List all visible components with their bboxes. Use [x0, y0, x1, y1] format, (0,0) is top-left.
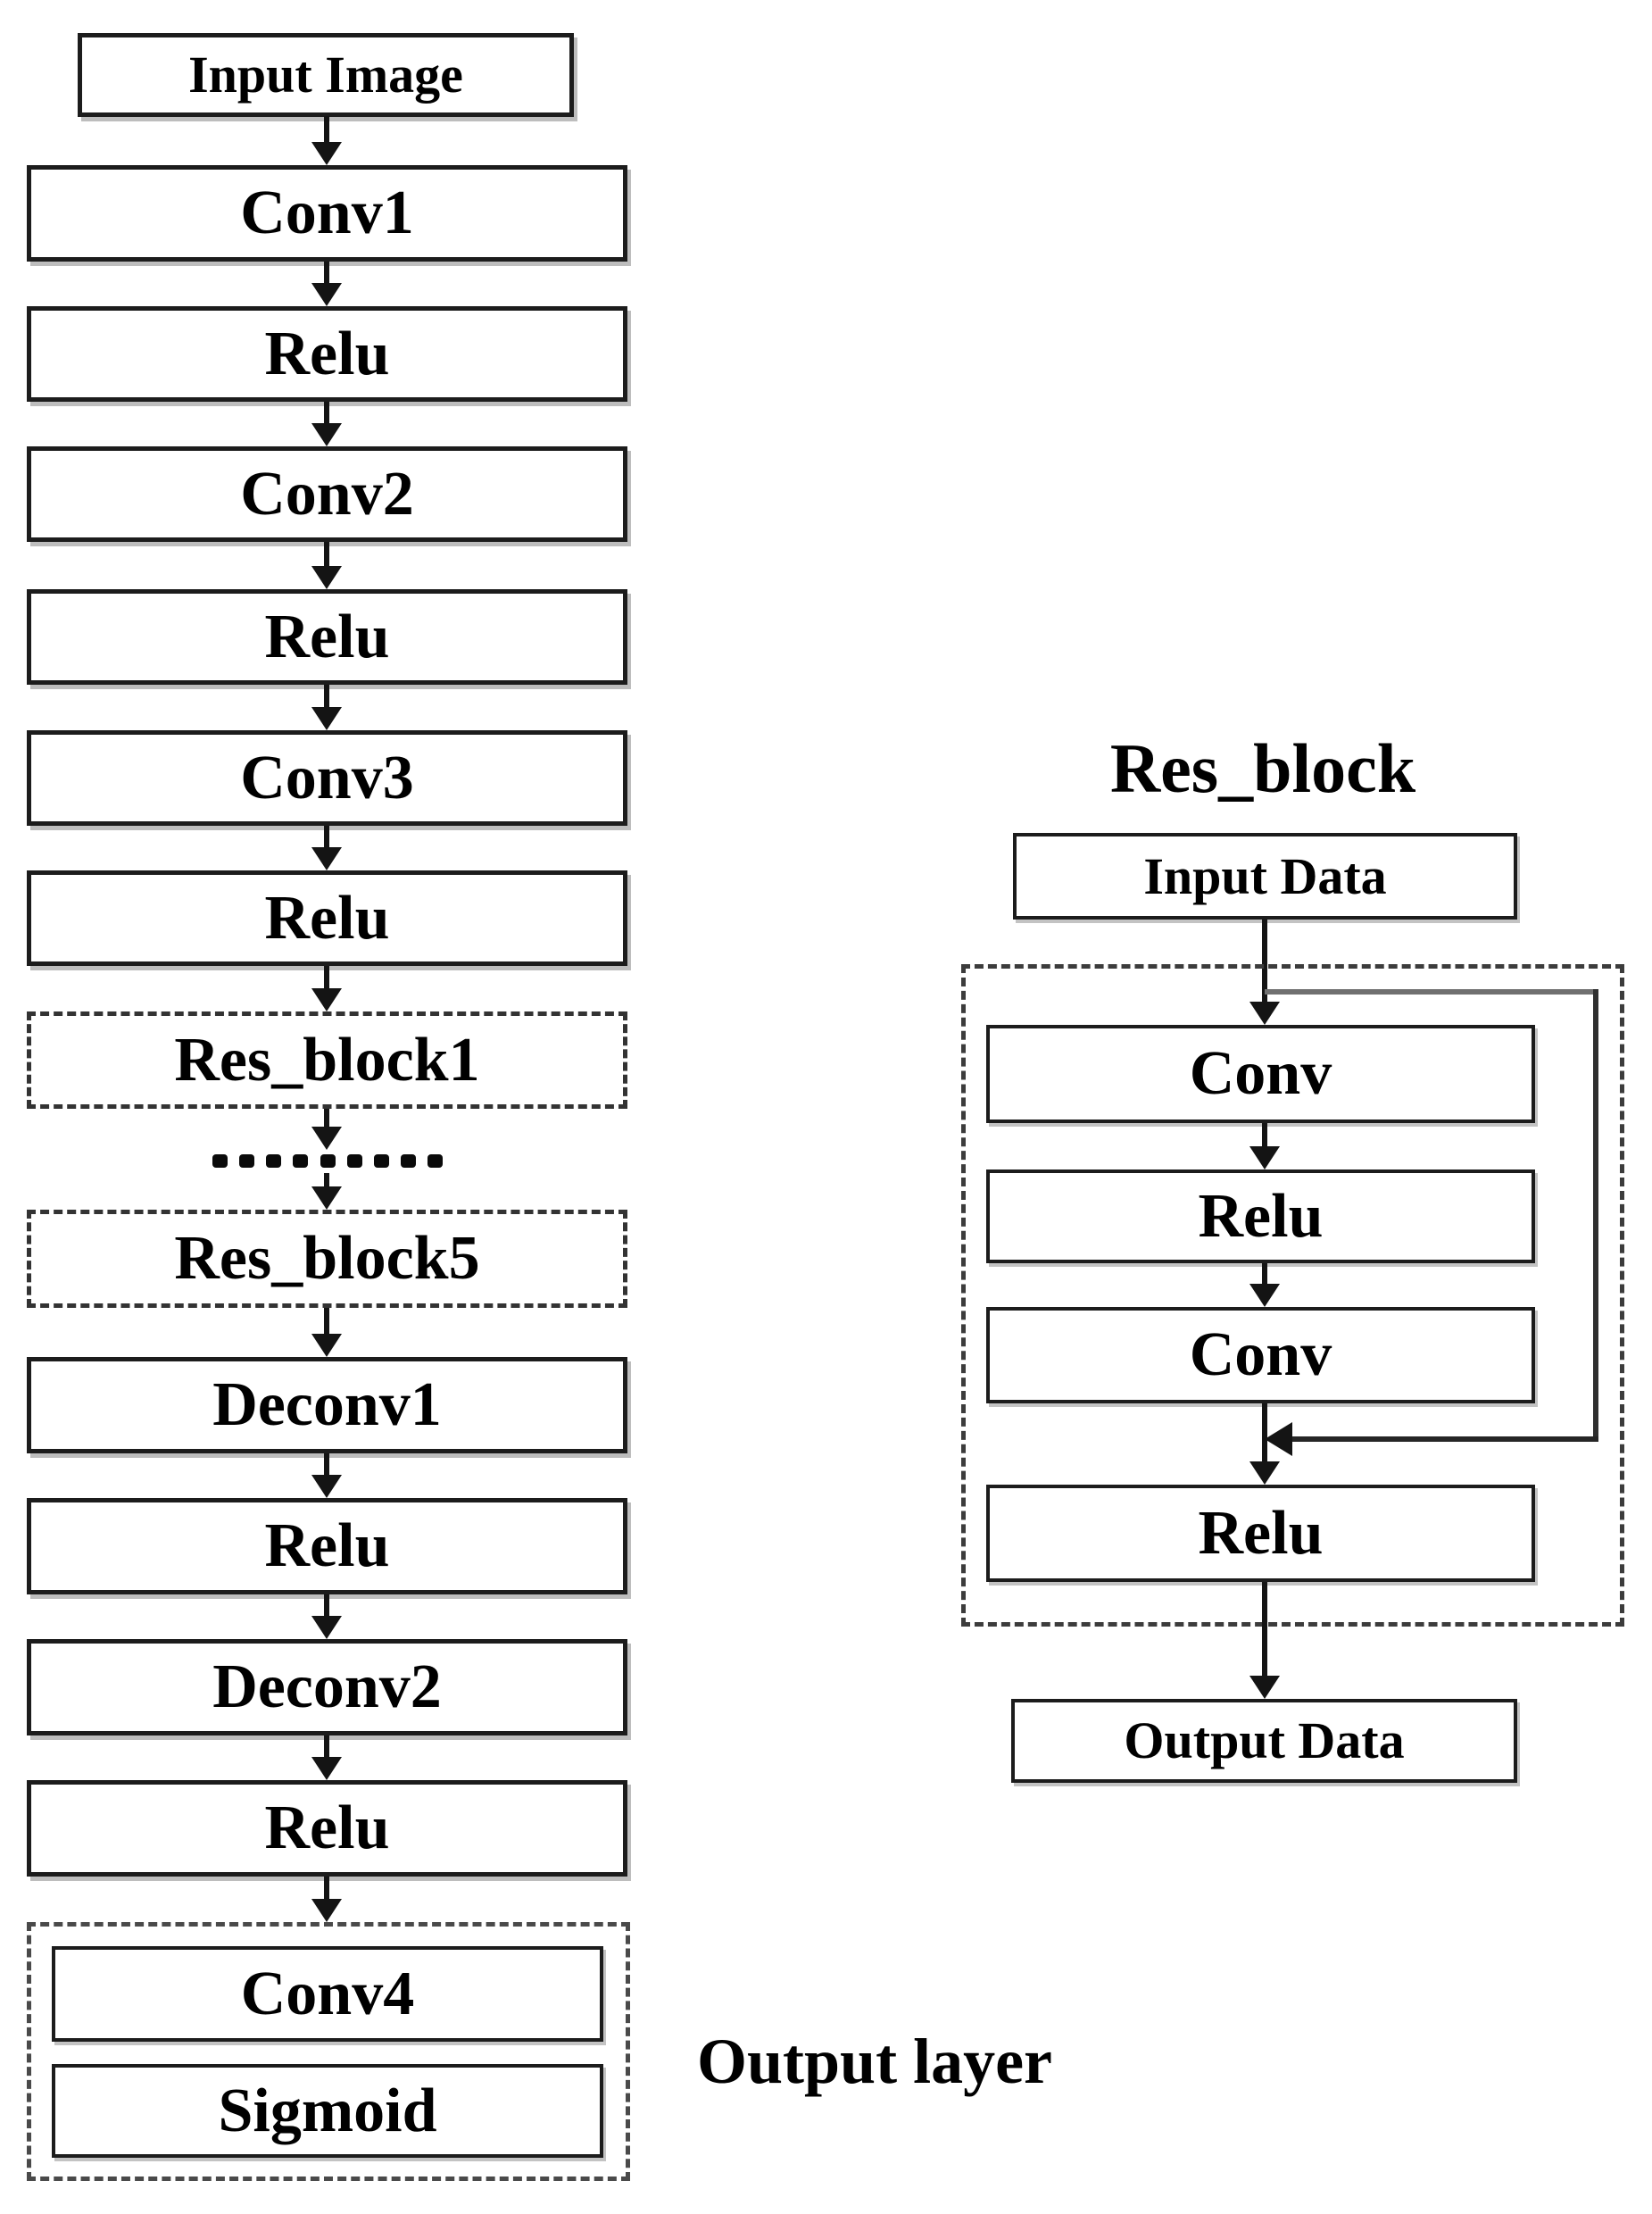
node-relu-5: Relu: [27, 1780, 627, 1877]
node-label: Input Image: [188, 46, 463, 104]
flow-arrow: [307, 542, 346, 589]
skip-connection-top: [1265, 989, 1598, 995]
node-label: Sigmoid: [218, 2076, 437, 2145]
flow-arrow: [307, 1109, 346, 1150]
node-label: Deconv1: [212, 1370, 442, 1439]
node-res-conv-2: Conv: [986, 1307, 1535, 1403]
flow-arrow: [1245, 1123, 1284, 1169]
flow-arrow: [307, 826, 346, 870]
node-label: Conv1: [240, 179, 414, 247]
node-label: Conv2: [240, 459, 414, 529]
node-relu-4: Relu: [27, 1498, 627, 1594]
res-block-body-group: [961, 964, 1624, 1627]
flow-arrow: [307, 1877, 346, 1922]
node-label: Res_block1: [174, 1025, 480, 1095]
node-label: Relu: [1198, 1498, 1324, 1568]
node-output-data: Output Data: [1011, 1699, 1517, 1783]
node-res-relu-2: Relu: [986, 1485, 1535, 1582]
node-relu-3: Relu: [27, 870, 627, 966]
node-label: Relu: [264, 1511, 390, 1580]
node-res-conv-1: Conv: [986, 1025, 1535, 1123]
flow-arrow: [307, 1594, 346, 1639]
skip-connection-arrowhead: [1265, 1422, 1292, 1456]
flow-arrow: [1245, 1582, 1284, 1699]
output-layer-group: [27, 1922, 630, 2181]
flow-arrow: [1245, 1263, 1284, 1307]
flow-arrow: [307, 262, 346, 306]
node-conv1: Conv1: [27, 165, 627, 262]
node-label: Relu: [264, 319, 390, 388]
node-label: Res_block5: [174, 1224, 480, 1293]
flow-arrow: [1245, 1403, 1284, 1485]
node-label: Conv3: [240, 743, 414, 812]
res-block-title: Res_block: [1109, 729, 1416, 807]
flow-arrow: [307, 1453, 346, 1498]
flow-arrow: [307, 402, 346, 446]
node-label: Conv4: [240, 1959, 415, 2028]
node-label: Conv: [1189, 1320, 1332, 1389]
node-conv3: Conv3: [27, 730, 627, 826]
node-label: Relu: [264, 602, 390, 671]
node-relu-1: Relu: [27, 306, 627, 402]
node-conv4: Conv4: [52, 1946, 603, 2042]
flow-arrow: [307, 116, 346, 165]
node-res-block5: Res_block5: [27, 1210, 627, 1308]
flow-arrow: [1245, 920, 1284, 1025]
flow-arrow: [307, 685, 346, 730]
node-label: Relu: [264, 1794, 390, 1862]
ellipsis-dots: [212, 1153, 443, 1168]
flow-arrow: [307, 1735, 346, 1780]
node-res-block1: Res_block1: [27, 1011, 627, 1109]
output-layer-caption: Output layer: [696, 2026, 1052, 2097]
flow-arrow: [307, 1173, 346, 1210]
node-label: Output Data: [1124, 1711, 1405, 1769]
node-relu-2: Relu: [27, 589, 627, 685]
node-label: Relu: [264, 883, 390, 953]
flow-arrow: [307, 1308, 346, 1357]
node-deconv2: Deconv2: [27, 1639, 627, 1735]
skip-connection-bottom: [1291, 1436, 1598, 1442]
node-deconv1: Deconv1: [27, 1357, 627, 1453]
node-conv2: Conv2: [27, 446, 627, 542]
node-label: Relu: [1198, 1181, 1324, 1251]
flow-arrow: [307, 966, 346, 1011]
node-res-relu-1: Relu: [986, 1169, 1535, 1263]
node-label: Conv: [1189, 1039, 1332, 1108]
node-sigmoid: Sigmoid: [52, 2064, 603, 2158]
node-label: Input Data: [1143, 846, 1387, 905]
skip-connection-right: [1593, 989, 1598, 1442]
node-input-image: Input Image: [78, 33, 574, 117]
node-input-data: Input Data: [1013, 833, 1517, 920]
node-label: Deconv2: [212, 1652, 442, 1721]
